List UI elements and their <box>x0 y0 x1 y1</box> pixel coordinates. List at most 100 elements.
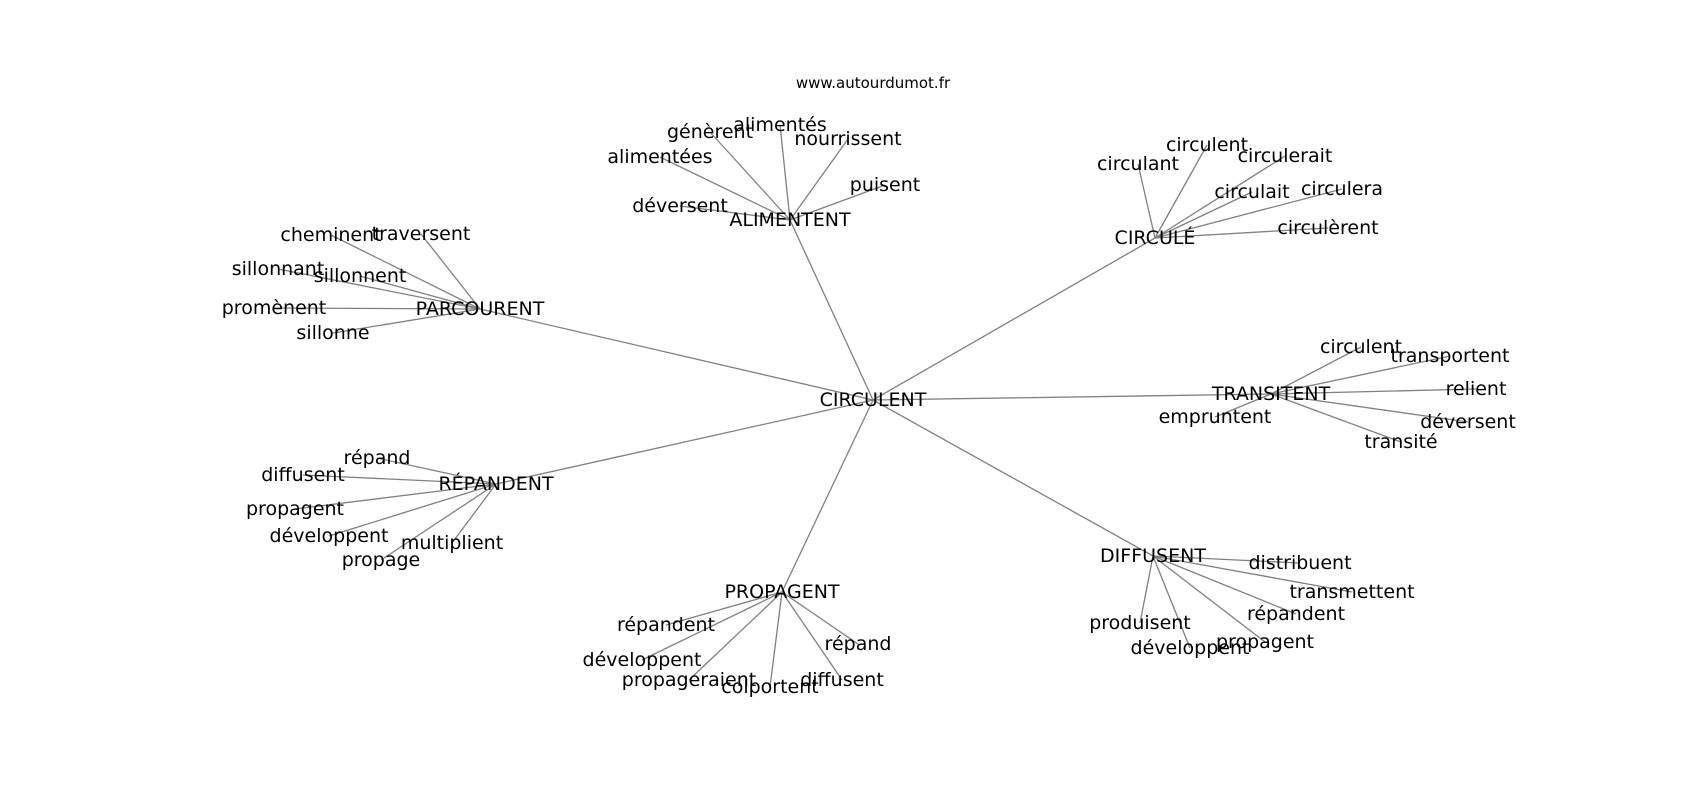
leaf-node-label: promènent <box>222 297 327 319</box>
leaf-node-label: sillonne <box>296 322 369 344</box>
leaf-node-label: distribuent <box>1248 552 1351 574</box>
edge-hub-to-leaf <box>1270 393 1469 423</box>
leaf-node-label: produisent <box>1089 612 1191 634</box>
leaf-node-label: diffusent <box>800 669 884 691</box>
edge-hub-to-leaf <box>420 233 481 310</box>
edge-hub-to-leaf <box>781 591 843 681</box>
edge-hub-to-leaf <box>376 457 497 485</box>
edge-hub-to-leaf <box>1139 555 1154 624</box>
edge-center-to-hub <box>872 237 1156 401</box>
edge-hub-to-leaf <box>1214 393 1272 418</box>
edge-hub-to-leaf <box>665 591 783 626</box>
edge-hub-to-leaf <box>1154 155 1286 239</box>
edge-hub-to-leaf <box>302 474 497 485</box>
edge-hub-to-leaf <box>294 483 497 510</box>
leaf-node-label: relient <box>1446 378 1507 400</box>
edge-hub-to-leaf <box>1154 144 1208 239</box>
center-node-label: CIRCULENT <box>820 389 927 411</box>
edge-hub-to-leaf <box>330 234 481 310</box>
leaf-node-label: propagent <box>246 498 344 520</box>
edge-hub-to-leaf <box>781 591 859 645</box>
leaf-node-label: transité <box>1364 431 1437 453</box>
leaf-node-label: circulent <box>1166 134 1248 156</box>
leaf-node-label: circulèrent <box>1277 217 1378 239</box>
leaf-node-label: développent <box>1131 637 1250 659</box>
edge-hub-to-leaf <box>1152 555 1353 593</box>
leaf-node-label: déversent <box>1420 411 1516 433</box>
edge-hub-to-leaf <box>277 268 481 310</box>
edge-hub-to-leaf <box>1154 188 1343 239</box>
edge-hub-to-leaf <box>709 131 791 221</box>
edge-hub-to-leaf <box>769 591 783 688</box>
hub-node-label: ALIMENTENT <box>729 209 851 231</box>
edge-center-to-hub <box>872 399 1154 557</box>
leaf-node-label: sillonnant <box>232 258 325 280</box>
leaf-node-label: diffusent <box>261 464 345 486</box>
edge-hub-to-leaf <box>789 138 849 221</box>
leaf-node-label: empruntent <box>1159 406 1272 428</box>
edge-hub-to-leaf <box>273 307 481 310</box>
leaf-node-label: cheminent <box>280 224 381 246</box>
edge-hub-to-leaf <box>1270 393 1402 443</box>
leaf-node-label: développent <box>270 525 389 547</box>
edge-hub-to-leaf <box>1137 163 1156 239</box>
leaf-node-label: transportent <box>1391 345 1510 367</box>
leaf-node-label: alimentés <box>733 114 826 136</box>
watermark-text: www.autourdumot.fr <box>796 74 951 92</box>
edge-hub-to-leaf <box>1152 555 1266 643</box>
edge-hub-to-leaf <box>1270 355 1451 395</box>
leaf-node-label: alimentées <box>607 146 712 168</box>
leaf-node-label: circulera <box>1301 178 1383 200</box>
edge-center-to-hub <box>789 219 874 401</box>
leaf-node-label: répand <box>825 633 892 655</box>
edge-hub-to-leaf <box>1152 555 1297 615</box>
edge-hub-to-leaf <box>1152 555 1191 649</box>
leaf-node-label: circulerait <box>1238 145 1333 167</box>
leaf-node-label: circulant <box>1097 153 1179 175</box>
edge-center-to-hub <box>872 393 1272 401</box>
edge-center-to-hub <box>495 399 874 485</box>
edge-hub-to-leaf <box>380 483 497 561</box>
edge-hub-to-leaf <box>789 184 886 221</box>
leaf-node-label: propage <box>342 549 421 571</box>
leaf-node-label: développent <box>583 649 702 671</box>
hub-node-label: RÉPANDENT <box>438 472 554 495</box>
edge-center-to-hub <box>479 308 874 401</box>
edge-center-to-hub <box>781 399 874 593</box>
edges-layer <box>273 124 1477 688</box>
leaf-node-label: transmettent <box>1289 581 1414 603</box>
edge-hub-to-leaf <box>659 156 791 221</box>
edge-hub-to-leaf <box>451 483 497 544</box>
hub-node-label: TRANSITENT <box>1211 383 1331 405</box>
leaf-node-label: multiplient <box>401 532 503 554</box>
leaf-node-label: nourrissent <box>794 128 901 150</box>
edge-hub-to-leaf <box>328 483 497 537</box>
leaf-node-label: génèrent <box>667 121 753 143</box>
leaf-node-label: répandent <box>1247 603 1345 625</box>
edge-hub-to-leaf <box>332 308 481 334</box>
leaf-node-label: sillonnent <box>314 265 407 287</box>
leaf-node-label: puisent <box>850 174 920 196</box>
edge-hub-to-leaf <box>1152 555 1301 564</box>
hub-node-label: DIFFUSENT <box>1100 545 1206 567</box>
hub-node-label: CIRCULÉ <box>1115 226 1196 249</box>
edge-hub-to-leaf <box>1154 227 1329 239</box>
leaf-node-label: circulait <box>1214 181 1289 203</box>
edge-hub-to-leaf <box>779 124 791 221</box>
edge-hub-to-leaf <box>688 591 783 681</box>
edge-hub-to-leaf <box>1270 388 1477 395</box>
edge-hub-to-leaf <box>359 275 481 310</box>
leaf-node-label: circulent <box>1320 336 1402 358</box>
leaf-node-label: propagent <box>1216 631 1314 653</box>
hub-node-label: PARCOURENT <box>416 298 545 320</box>
edge-hub-to-leaf <box>641 591 783 661</box>
leaf-node-label: répand <box>344 447 411 469</box>
edge-hub-to-leaf <box>679 205 791 221</box>
leaf-node-label: propageraient <box>622 669 756 691</box>
edge-hub-to-leaf <box>1270 346 1362 395</box>
leaf-node-label: répandent <box>617 614 715 636</box>
leaf-node-label: colportent <box>721 676 818 698</box>
leaf-node-label: traversent <box>372 223 471 245</box>
